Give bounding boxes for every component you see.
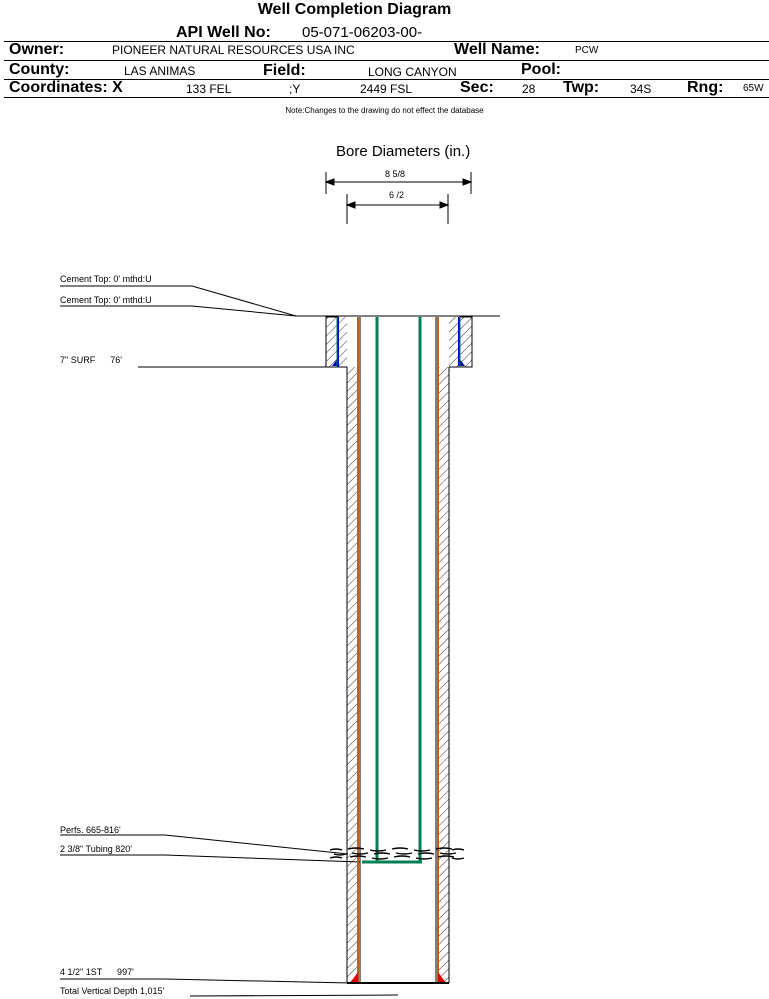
rng-value: 65W xyxy=(743,83,764,94)
perforation-marks xyxy=(329,847,465,860)
owner-label: Owner: xyxy=(9,41,65,58)
page-title: Well Completion Diagram xyxy=(257,1,452,18)
total-depth-label: Total Vertical Depth 1,015' xyxy=(60,986,165,996)
bore-inner-diameter: 6 /2 xyxy=(389,190,405,200)
pool-label: Pool: xyxy=(521,61,561,78)
surface-hole-left xyxy=(325,316,347,368)
bore-diameters-title: Bore Diameters (in.) xyxy=(336,143,471,160)
county-value: LAS ANIMAS xyxy=(124,64,196,78)
coordinates-label: Coordinates: X xyxy=(9,79,123,96)
surface-casing-label: 7" SURF 76' xyxy=(60,355,122,365)
cement-top-label-2: Cement Top: 0' mthd:U xyxy=(60,295,152,305)
bore-outer-diameter: 8 5/8 xyxy=(385,169,406,179)
coord-y-label: ;Y xyxy=(289,82,301,96)
production-casing-label: 4 1/2" 1ST 997' xyxy=(60,967,134,977)
owner-value: PIONEER NATURAL RESOURCES USA INC xyxy=(112,43,355,57)
production-casing-shoe-right xyxy=(438,972,446,983)
coord-x-value: 133 FEL xyxy=(186,82,232,96)
bore-dimension-lines xyxy=(324,172,473,224)
api-label: API Well No: xyxy=(176,24,271,41)
annulus-left xyxy=(347,367,357,983)
field-value: LONG CANYON xyxy=(368,65,457,79)
twp-label: Twp: xyxy=(563,79,600,96)
sec-label: Sec: xyxy=(460,79,494,96)
county-label: County: xyxy=(9,61,70,78)
leader-lines xyxy=(60,285,500,997)
twp-value: 34S xyxy=(630,82,652,96)
perfs-label: Perfs. 665-816' xyxy=(60,825,121,835)
cement-top-label-1: Cement Top: 0' mthd:U xyxy=(60,274,152,284)
header-divider xyxy=(4,60,769,61)
annulus-right xyxy=(439,367,449,983)
tubing-label: 2 3/8" Tubing 820' xyxy=(60,844,132,854)
api-value: 05-071-06203-00- xyxy=(302,24,423,41)
surface-hole-right xyxy=(449,316,473,368)
well-name-value: PCW xyxy=(575,45,599,56)
rng-label: Rng: xyxy=(687,79,724,96)
production-casing-shoe-left xyxy=(350,972,358,983)
header-divider xyxy=(4,79,769,80)
coord-y-value: 2449 FSL xyxy=(360,82,413,96)
field-label: Field: xyxy=(263,62,306,79)
sec-value: 28 xyxy=(522,82,536,96)
well-name-label: Well Name: xyxy=(454,41,540,58)
header-divider xyxy=(4,97,769,98)
note-text: Note:Changes to the drawing do not effec… xyxy=(285,106,484,115)
header-divider xyxy=(4,41,769,42)
